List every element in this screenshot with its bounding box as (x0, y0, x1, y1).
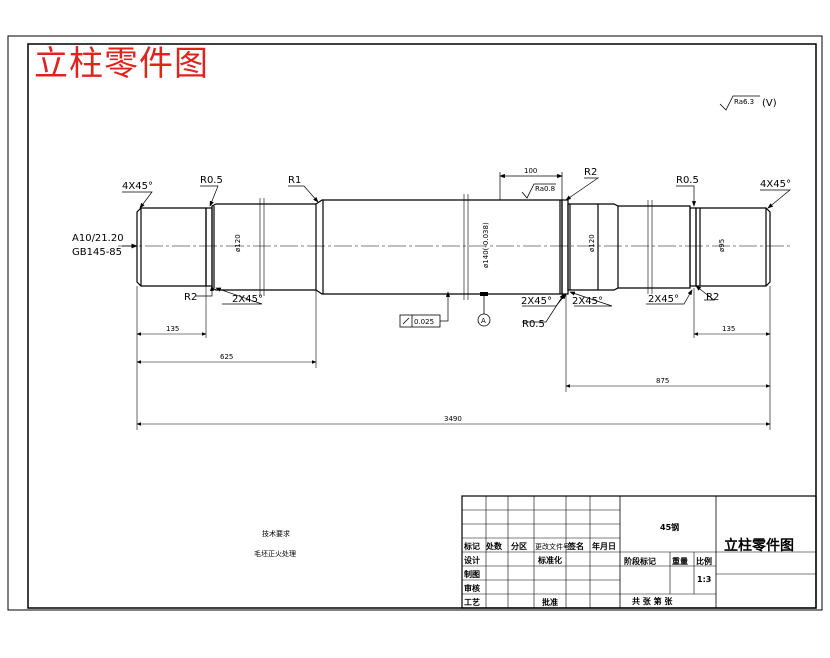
dia-main: ø140(-0.038) (482, 222, 490, 268)
r05-right: R0.5 (676, 175, 699, 186)
len-135-right: 135 (722, 325, 735, 333)
tolerance-value: 0.025 (414, 318, 434, 326)
r2-right-bottom: R2 (706, 292, 719, 303)
chamfer-2x-mid-b: 2X45° (572, 296, 603, 307)
center-hole-std: GB145-85 (72, 247, 122, 258)
break-lines (259, 194, 653, 300)
inner-frame (27, 43, 817, 609)
r2-top: R2 (584, 167, 597, 178)
tb-r-design: 设计 (464, 555, 480, 565)
chamfer-right: 4X45° (760, 179, 791, 190)
len-100: 100 (524, 167, 537, 175)
ra-local-symbol: Ra0.8 (521, 183, 556, 199)
chamfer-2x-left: 2X45° (232, 294, 263, 305)
shaft-body (136, 199, 771, 295)
tb-h-docno: 更改文件号 (535, 542, 570, 551)
surface-finish-symbol: Ra6.3 (V) (719, 95, 777, 111)
surface-finish-value: Ra6.3 (734, 98, 754, 106)
len-3490: 3490 (444, 415, 462, 423)
tb-h-ratio: 比例 (696, 556, 712, 566)
tech-notes-line1: 毛坯正火处理 (254, 549, 296, 558)
outer-frame (7, 35, 823, 611)
tb-h-weight: 重量 (672, 556, 688, 566)
r05-bottom-mid: R0.5 (522, 319, 545, 330)
r05-left: R0.5 (200, 175, 223, 186)
r1-label: R1 (288, 175, 301, 186)
len-875: 875 (656, 377, 669, 385)
tb-r-draw: 制图 (464, 569, 480, 579)
len-135-left: 135 (166, 325, 179, 333)
center-hole-spec: A10/21.20 (72, 233, 124, 244)
chamfer-left: 4X45° (122, 181, 153, 192)
tb-scale: 1:3 (697, 575, 711, 584)
r2-left-bottom: R2 (184, 292, 197, 303)
len-625: 625 (220, 353, 233, 361)
tb-h-zone: 分区 (511, 541, 527, 551)
tb-r-process: 工艺 (464, 597, 480, 607)
tech-notes-heading: 技术要求 (262, 529, 290, 538)
tb-h-stage: 阶段标记 (624, 556, 656, 566)
tb-h-mark: 标记 (463, 541, 480, 551)
ra-local: Ra0.8 (535, 185, 555, 193)
tb-r-approve: 批准 (542, 597, 558, 607)
tb-r-std: 标准化 (537, 555, 562, 565)
dia-mid-left: ø120 (234, 234, 242, 252)
tb-sheets: 共 张 第 张 (632, 596, 673, 606)
tb-part-name: 立柱零件图 (724, 537, 794, 554)
chamfer-2x-right: 2X45° (648, 294, 679, 305)
drawing-title: 立柱零件图 (34, 44, 209, 84)
tb-h-count: 处数 (485, 541, 503, 551)
datum-a: A (477, 292, 491, 327)
chamfer-2x-mid-a: 2X45° (521, 296, 552, 307)
tb-material: 45钢 (660, 522, 679, 532)
tb-h-date: 年月日 (592, 541, 616, 551)
tolerance-frame: 0.025 (399, 291, 451, 328)
surface-finish-suffix: (V) (762, 98, 777, 109)
tb-r-check: 审核 (464, 583, 480, 593)
dia-small-right: ø95 (718, 239, 726, 252)
title-block (461, 495, 817, 609)
tb-h-sign: 签名 (567, 541, 584, 551)
dia-mid-right: ø120 (588, 234, 596, 252)
datum-ref: A (481, 317, 486, 325)
